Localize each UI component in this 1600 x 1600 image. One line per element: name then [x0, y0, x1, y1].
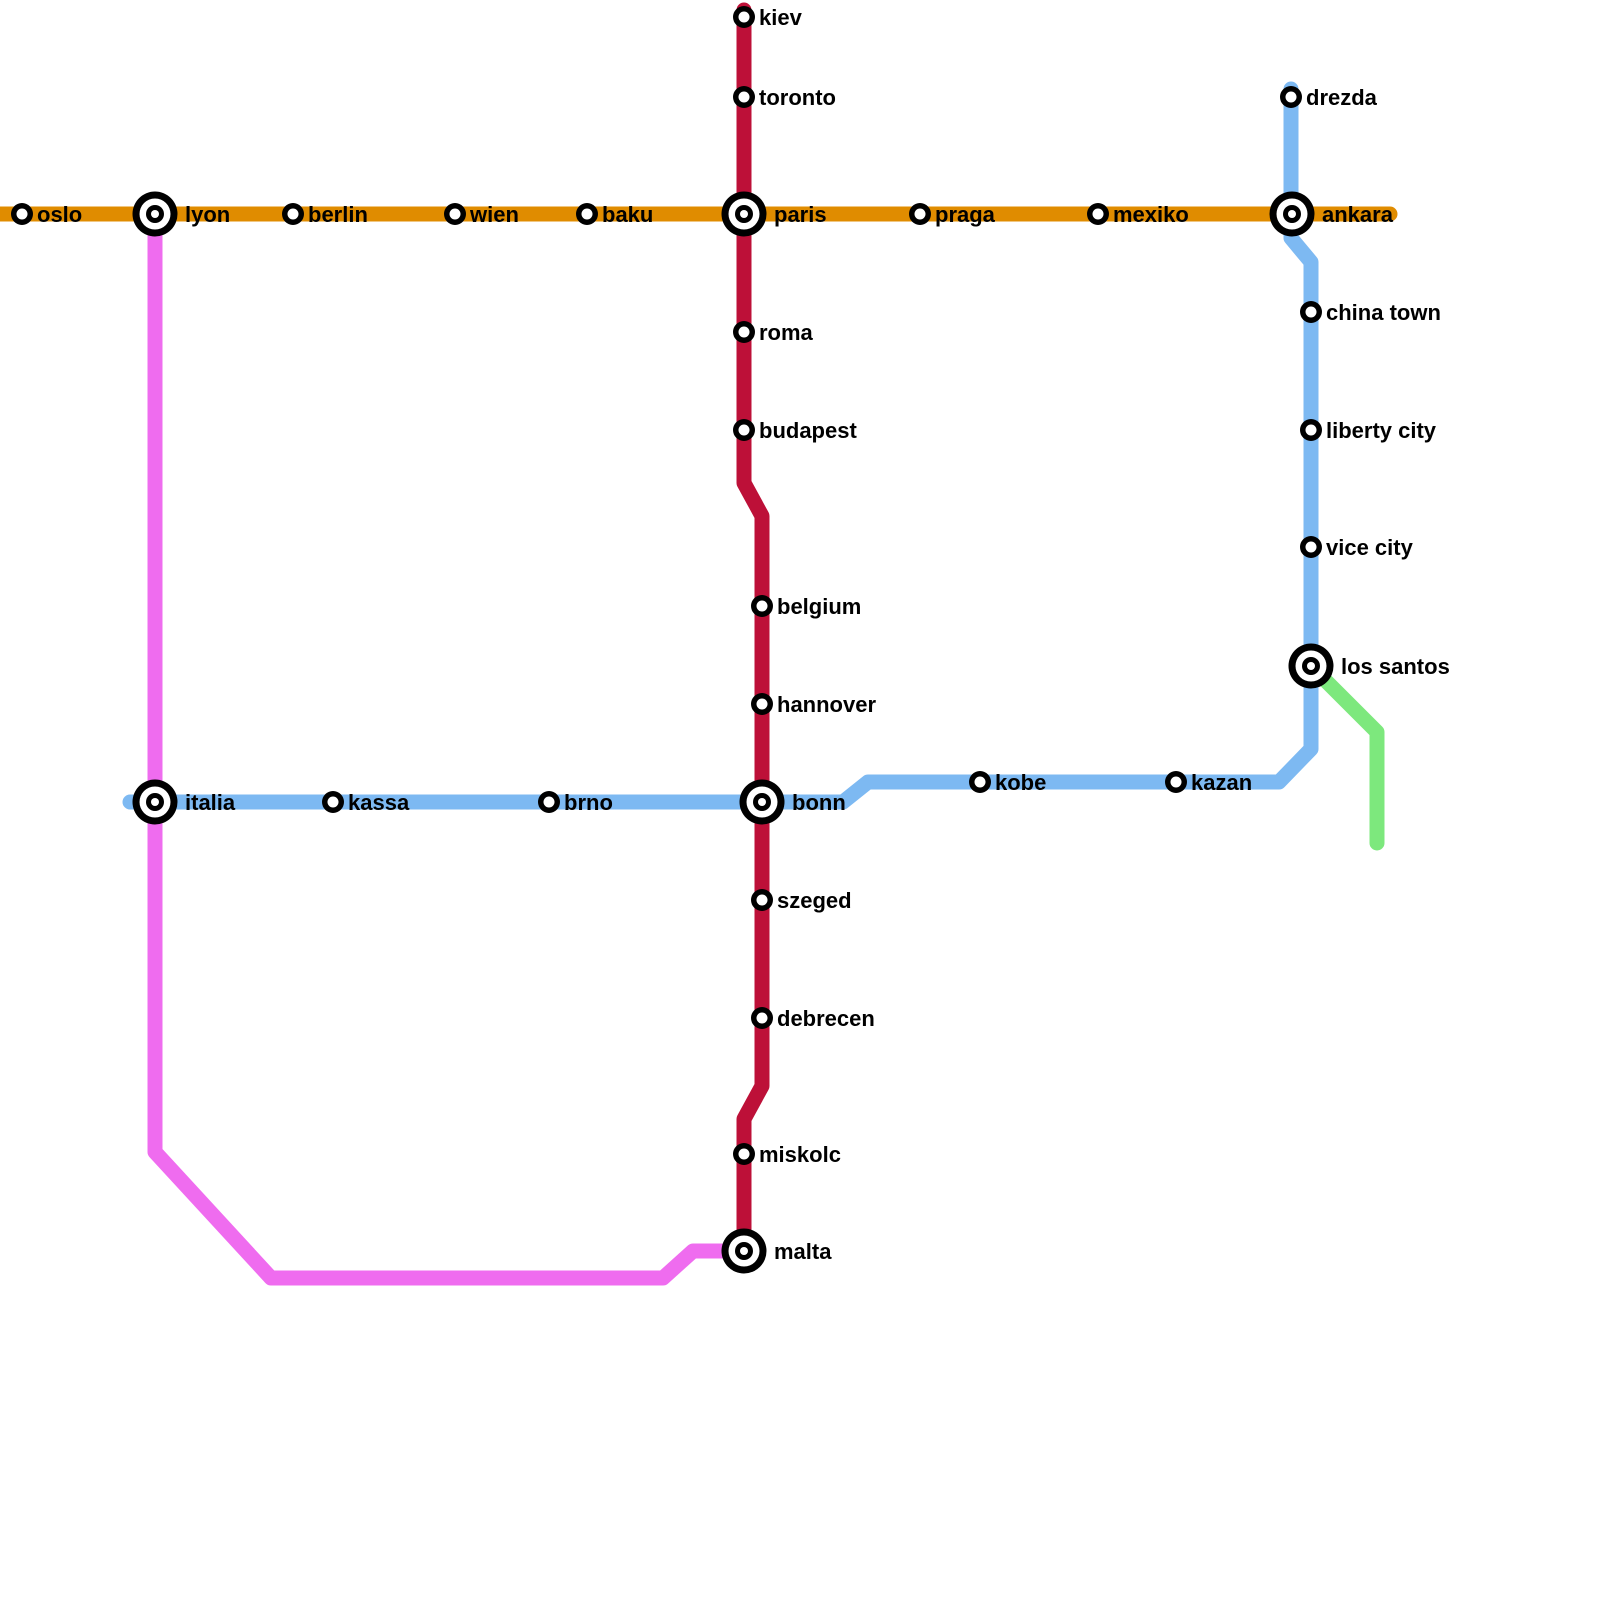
station-marker-ring-1 — [581, 208, 593, 220]
station-toronto: toronto — [733, 85, 836, 110]
station-roma: roma — [733, 320, 814, 345]
station-marker-ring-1 — [738, 424, 750, 436]
station-label: brno — [564, 790, 613, 815]
station-label: kassa — [348, 790, 410, 815]
station-marker-ring-1 — [974, 776, 986, 788]
station-kazan: kazan — [1165, 770, 1252, 795]
station-praga: praga — [909, 202, 996, 227]
station-marker-ring-1 — [1305, 424, 1317, 436]
station-bonn: bonn — [739, 779, 846, 825]
station-marker-ring-3 — [758, 798, 766, 806]
metro-line-green — [1303, 658, 1385, 851]
station-label: ankara — [1322, 202, 1394, 227]
station-label: roma — [759, 320, 814, 345]
station-label: baku — [602, 202, 653, 227]
station-marker-ring-1 — [1170, 776, 1182, 788]
station-budapest: budapest — [733, 418, 857, 443]
station-marker-ring-3 — [1288, 210, 1296, 218]
station-label: belgium — [777, 594, 861, 619]
station-belgium: belgium — [751, 594, 861, 619]
station-vice-city: vice city — [1300, 535, 1414, 560]
station-china-town: china town — [1300, 300, 1441, 325]
station-label: kiev — [759, 5, 803, 30]
station-label: paris — [774, 202, 827, 227]
station-marker-ring-1 — [756, 600, 768, 612]
station-lyon: lyon — [132, 191, 230, 237]
station-los-santos: los santos — [1288, 643, 1450, 689]
station-drezda: drezda — [1280, 85, 1378, 110]
station-ankara: ankara — [1269, 191, 1394, 237]
station-marker-ring-1 — [543, 796, 555, 808]
station-marker-ring-1 — [738, 11, 750, 23]
station-marker-ring-3 — [1307, 662, 1315, 670]
station-kiev: kiev — [733, 5, 803, 30]
station-label: berlin — [308, 202, 368, 227]
station-marker-ring-1 — [738, 326, 750, 338]
station-paris: paris — [721, 191, 827, 237]
station-label: oslo — [37, 202, 82, 227]
station-marker-ring-1 — [756, 1012, 768, 1024]
station-label: kazan — [1191, 770, 1252, 795]
station-italia: italia — [132, 779, 236, 825]
station-kobe: kobe — [969, 770, 1046, 795]
station-baku: baku — [576, 202, 653, 227]
station-malta: malta — [721, 1228, 832, 1274]
station-label: budapest — [759, 418, 857, 443]
station-mexiko: mexiko — [1087, 202, 1189, 227]
metro-lines-layer — [0, 2, 1398, 1286]
station-szeged: szeged — [751, 888, 852, 913]
station-label: praga — [935, 202, 996, 227]
station-label: debrecen — [777, 1006, 875, 1031]
station-marker-ring-1 — [738, 1148, 750, 1160]
station-label: kobe — [995, 770, 1046, 795]
station-miskolc: miskolc — [733, 1142, 841, 1167]
station-label: szeged — [777, 888, 852, 913]
station-marker-ring-1 — [756, 698, 768, 710]
station-label: hannover — [777, 692, 876, 717]
station-berlin: berlin — [282, 202, 368, 227]
station-liberty-city: liberty city — [1300, 418, 1437, 443]
station-marker-ring-1 — [756, 894, 768, 906]
station-label: malta — [774, 1239, 832, 1264]
station-label: los santos — [1341, 654, 1450, 679]
station-label: drezda — [1306, 85, 1378, 110]
station-marker-ring-1 — [738, 91, 750, 103]
station-marker-ring-1 — [287, 208, 299, 220]
station-marker-ring-3 — [151, 210, 159, 218]
station-oslo: oslo — [11, 202, 82, 227]
stations-layer: oslo lyon berlin wien baku paris praga mexiko an… — [11, 5, 1450, 1274]
station-marker-ring-1 — [327, 796, 339, 808]
station-hannover: hannover — [751, 692, 876, 717]
station-marker-ring-1 — [16, 208, 28, 220]
station-debrecen: debrecen — [751, 1006, 875, 1031]
station-label: miskolc — [759, 1142, 841, 1167]
station-marker-ring-1 — [1285, 91, 1297, 103]
station-label: italia — [185, 790, 236, 815]
station-label: bonn — [792, 790, 846, 815]
station-kassa: kassa — [322, 790, 410, 815]
station-label: mexiko — [1113, 202, 1189, 227]
station-marker-ring-1 — [1305, 306, 1317, 318]
station-marker-ring-3 — [740, 210, 748, 218]
station-brno: brno — [538, 790, 613, 815]
station-label: toronto — [759, 85, 836, 110]
station-marker-ring-3 — [740, 1247, 748, 1255]
station-label: wien — [469, 202, 519, 227]
station-marker-ring-1 — [1092, 208, 1104, 220]
station-label: vice city — [1326, 535, 1414, 560]
metro-line-magenta — [147, 206, 758, 1286]
station-label: lyon — [185, 202, 230, 227]
station-marker-ring-1 — [1305, 541, 1317, 553]
station-marker-ring-3 — [151, 798, 159, 806]
station-marker-ring-1 — [914, 208, 926, 220]
station-label: liberty city — [1326, 418, 1437, 443]
station-label: china town — [1326, 300, 1441, 325]
metro-line-blue — [122, 81, 1319, 810]
station-marker-ring-1 — [449, 208, 461, 220]
station-wien: wien — [444, 202, 519, 227]
